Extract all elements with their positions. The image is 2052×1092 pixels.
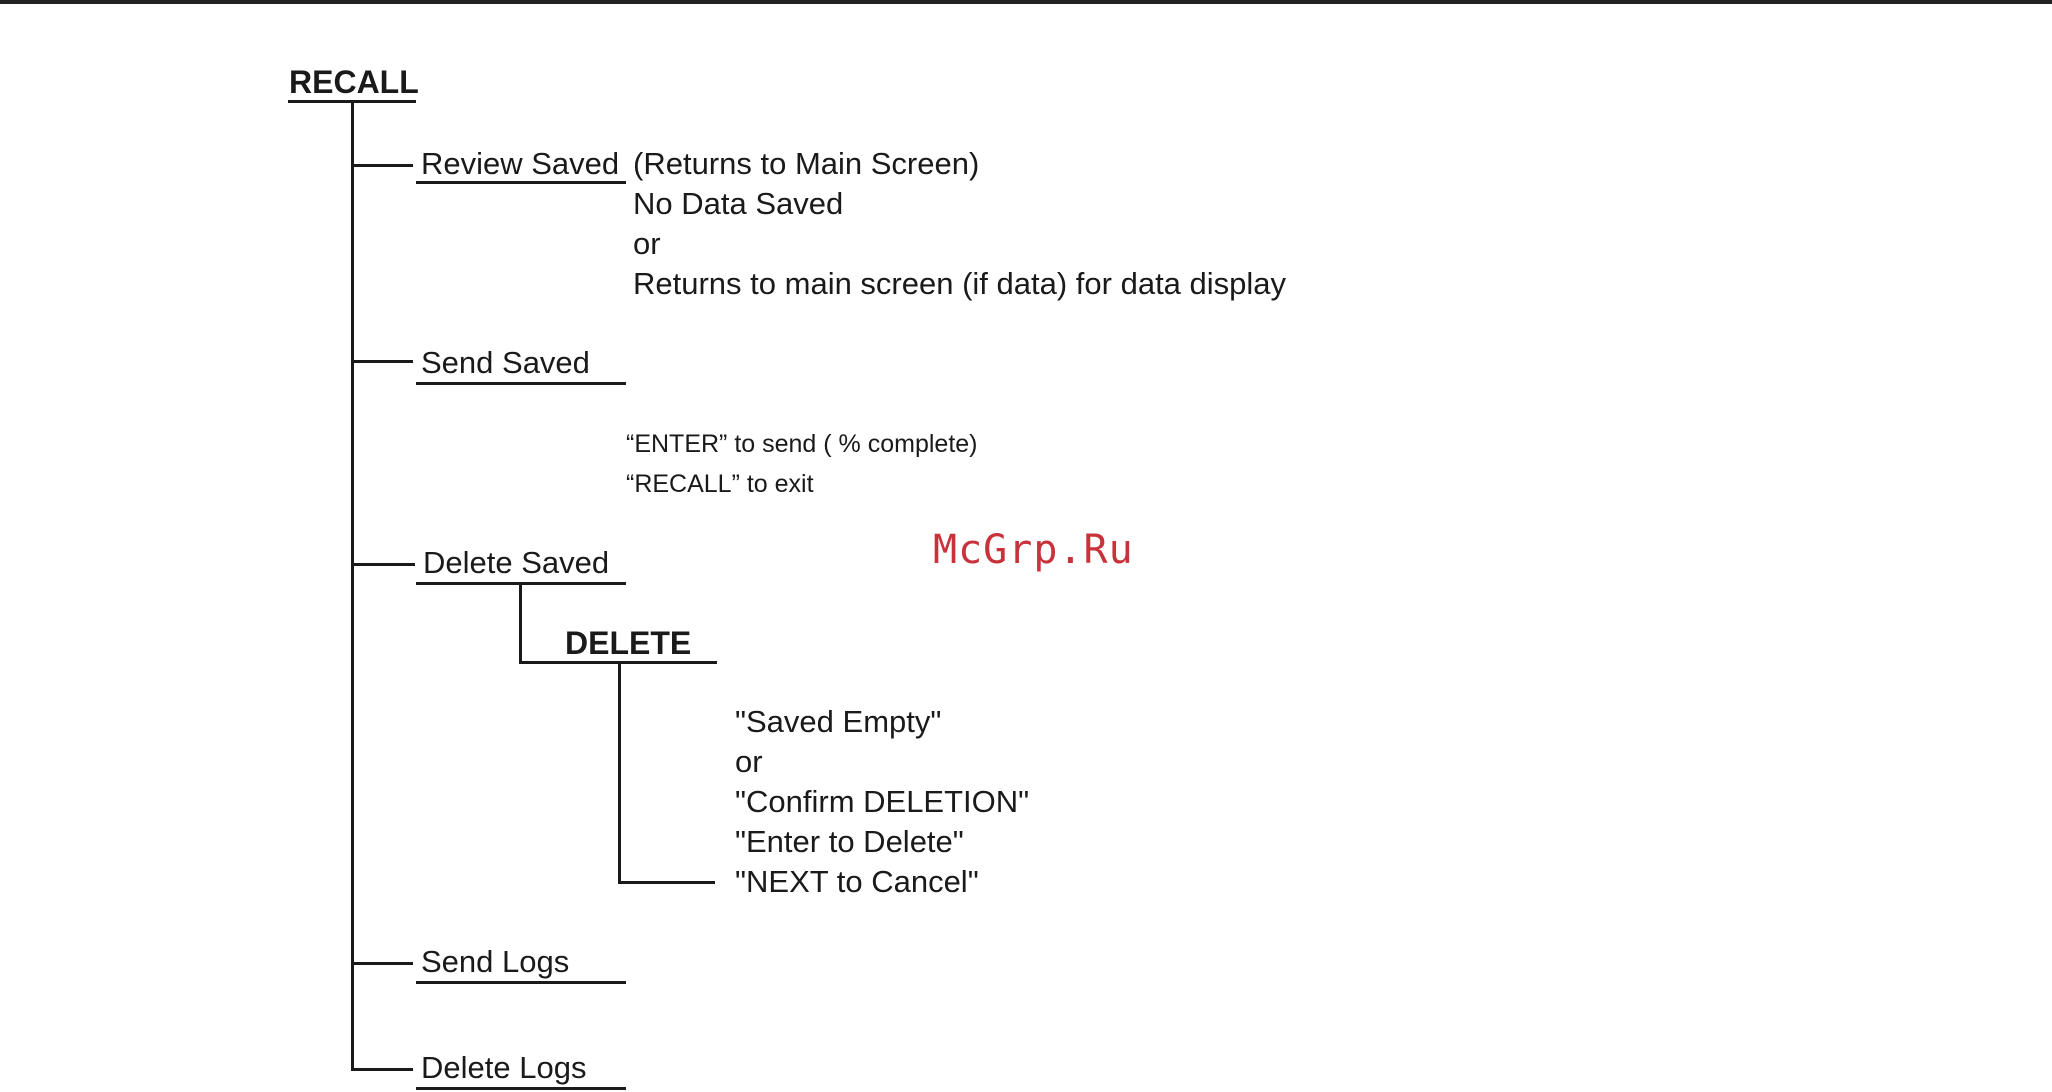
sub-branch-line <box>519 583 522 663</box>
top-border <box>0 0 2052 4</box>
watermark: McGrp.Ru <box>933 530 1134 570</box>
branch-connector <box>351 360 413 363</box>
node-send-logs: Send Logs <box>421 946 569 977</box>
note-text: Returns to main screen (if data) for dat… <box>633 268 1286 299</box>
node-underline <box>416 181 626 184</box>
note-text: or <box>633 228 661 259</box>
node-send-saved: Send Saved <box>421 347 590 378</box>
node-delete-saved: Delete Saved <box>423 547 609 578</box>
main-trunk-line <box>351 101 354 1071</box>
note-text: "Enter to Delete" <box>735 826 964 857</box>
note-text: (Returns to Main Screen) <box>633 148 979 179</box>
branch-connector <box>351 962 413 965</box>
note-text: or <box>735 746 763 777</box>
node-delete: DELETE <box>565 627 691 659</box>
note-text: “ENTER” to send ( % complete) <box>626 432 978 457</box>
node-underline <box>416 1087 626 1090</box>
branch-connector <box>351 164 413 167</box>
node-delete-logs: Delete Logs <box>421 1052 586 1083</box>
branch-connector <box>351 1068 413 1071</box>
branch-connector <box>351 563 415 566</box>
branch-connector <box>618 881 715 884</box>
note-text: "Confirm DELETION" <box>735 786 1029 817</box>
root-node-label: RECALL <box>289 66 419 98</box>
node-underline <box>416 382 626 385</box>
note-text: "NEXT to Cancel" <box>735 866 979 897</box>
node-review-saved: Review Saved <box>421 148 619 179</box>
node-underline <box>416 981 626 984</box>
note-text: No Data Saved <box>633 188 843 219</box>
note-text: “RECALL” to exit <box>626 472 814 497</box>
note-text: "Saved Empty" <box>735 706 941 737</box>
sub-branch-line <box>618 662 621 884</box>
